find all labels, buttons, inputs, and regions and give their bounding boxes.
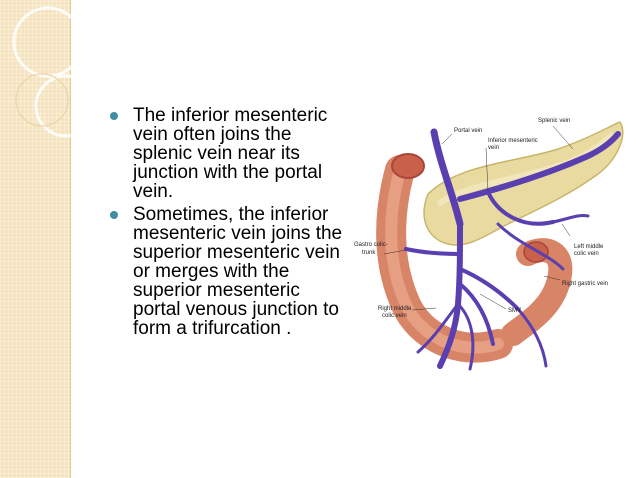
- duodenum-opening: [391, 153, 425, 179]
- label-gastro-colic: Gastro colic-: [354, 242, 388, 248]
- bullet-dot-icon: [110, 211, 118, 219]
- bullet-text: The inferior mesenteric vein often joins…: [133, 105, 328, 202]
- label-splenic-vein: Splenic vein: [538, 118, 570, 124]
- label-portal-vein: Portal vein: [454, 128, 482, 134]
- portal-vein: [430, 128, 464, 228]
- splenic-vein: [457, 131, 621, 202]
- decorative-rings: [12, 6, 98, 138]
- bullet-item: The inferior mesenteric vein often joins…: [108, 106, 348, 201]
- label-inferior-mesenteric: Inferior mesenteric: [488, 138, 538, 144]
- label-left-middle-colic: Left middle: [574, 244, 604, 250]
- bullet-text: Sometimes, the inferior mesenteric vein …: [133, 204, 343, 339]
- label-right-middle-colic: Right middle: [378, 306, 412, 312]
- label-right-middle-colic-2: colic vein: [382, 313, 407, 319]
- bullet-dot-icon: [110, 112, 118, 120]
- label-left-middle-colic-2: colic vein: [574, 251, 599, 257]
- label-inferior-mesenteric-2: vein: [488, 145, 499, 151]
- label-right-gastric-vein: Right gastric vein: [562, 281, 608, 287]
- bullet-list: The inferior mesenteric vein often joins…: [108, 106, 348, 342]
- bullet-item: Sometimes, the inferior mesenteric vein …: [108, 205, 348, 338]
- label-gastro-colic-2: trunk: [362, 250, 376, 256]
- label-smv: SMV: [508, 308, 521, 314]
- inferior-mesenteric-vein: [486, 190, 555, 226]
- anatomy-figure: Splenic vein Portal vein Inferior mesent…: [354, 118, 624, 371]
